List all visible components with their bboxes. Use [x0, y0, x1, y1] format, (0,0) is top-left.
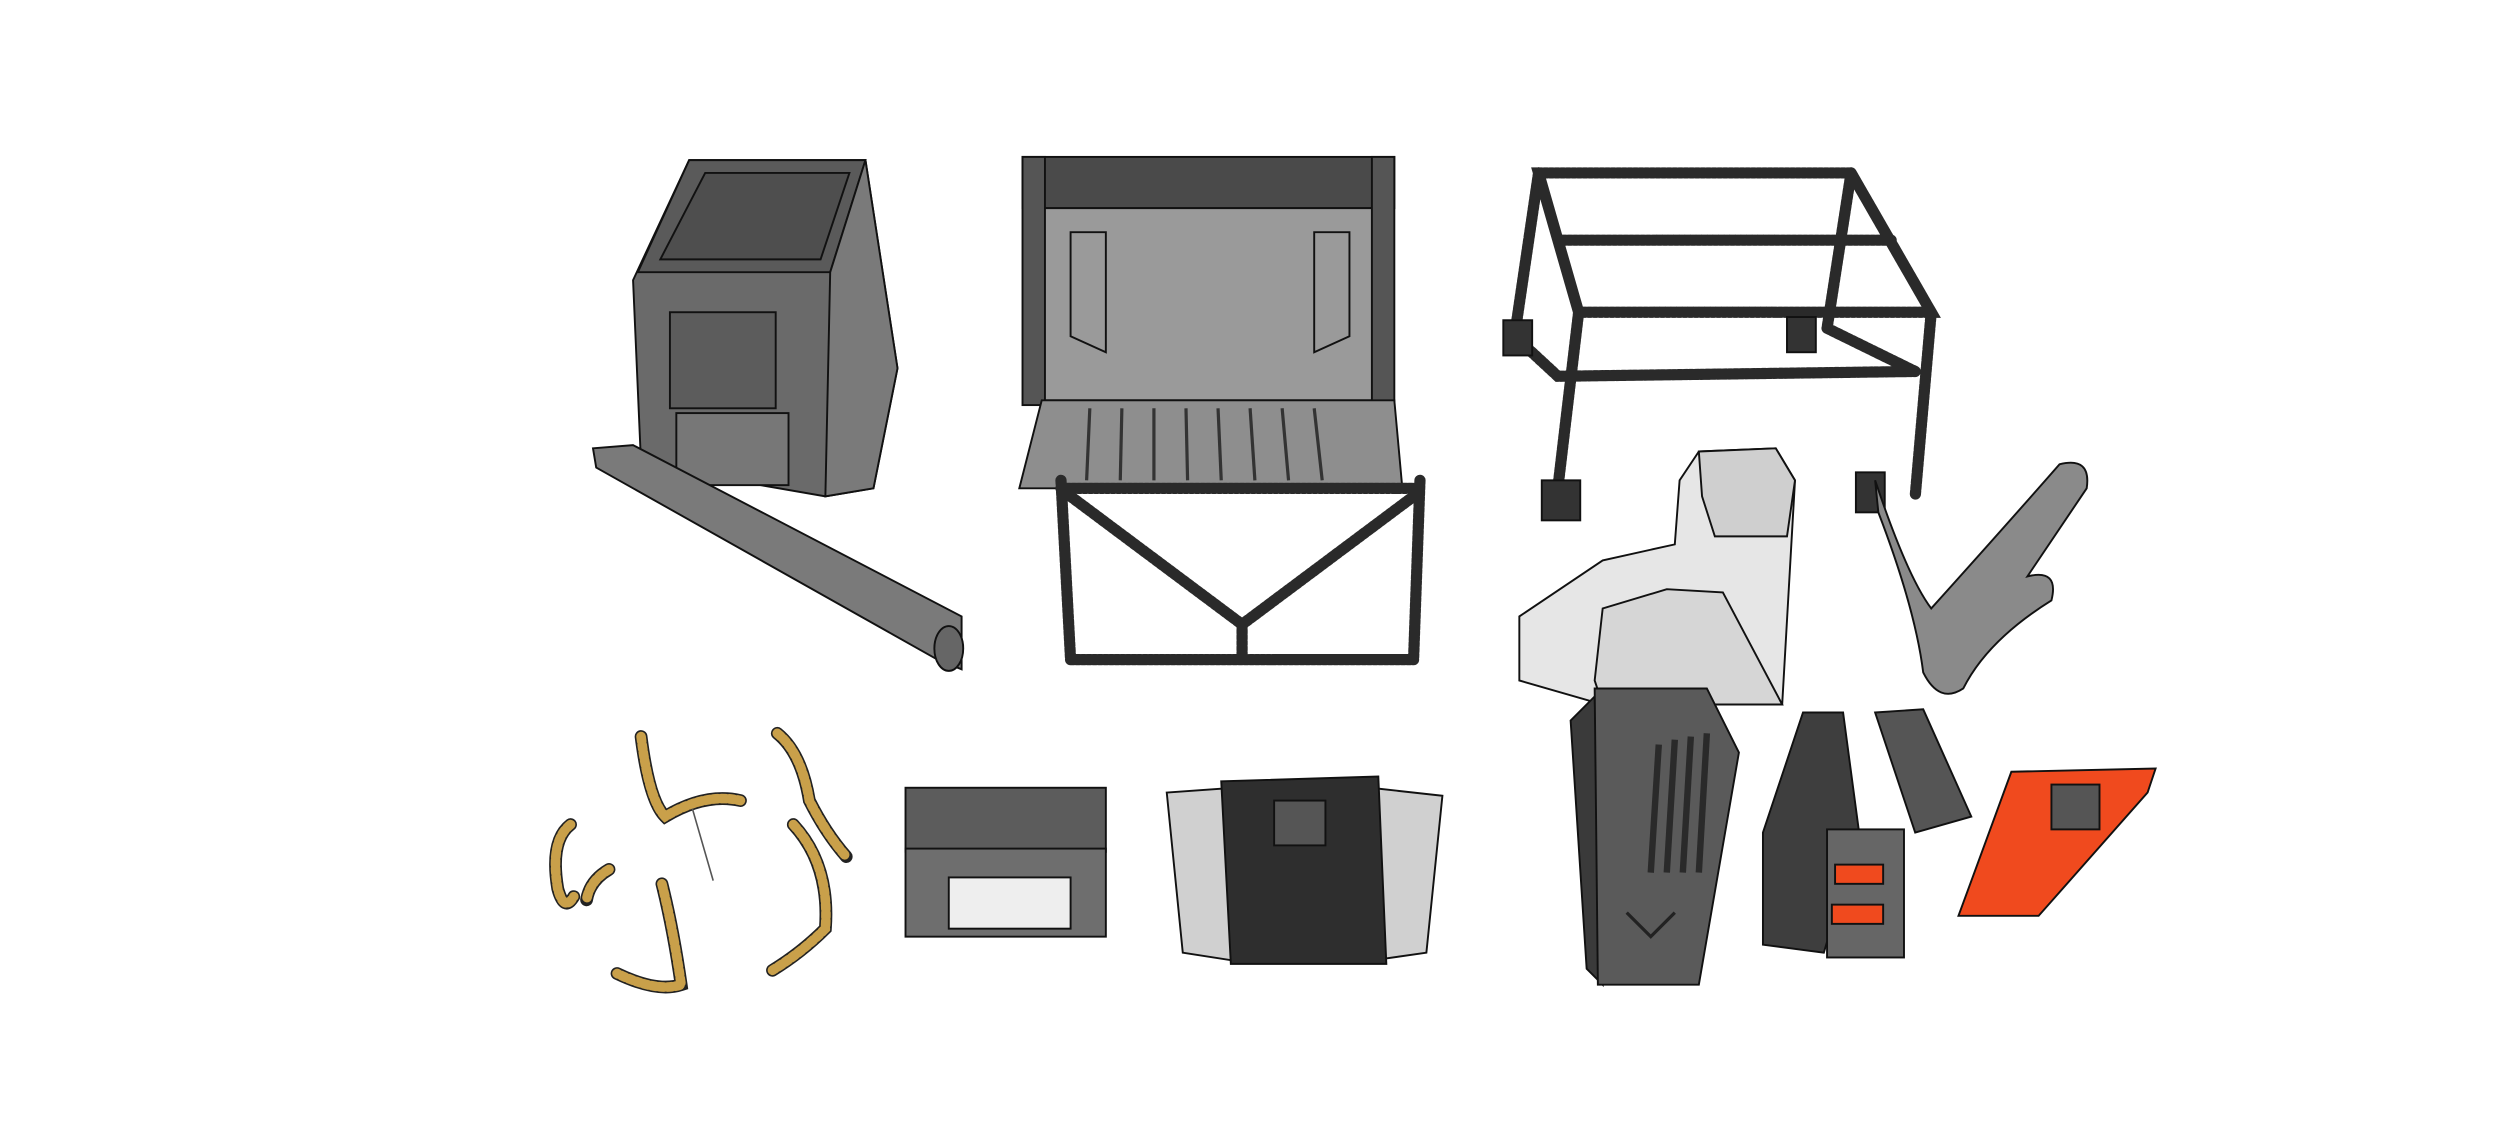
hose-pieces — [549, 726, 853, 994]
pale-duct-block — [1518, 447, 1797, 706]
seat-frame-with-legs — [1018, 155, 1426, 666]
twin-block-with-cylinder — [1761, 708, 1973, 959]
cabinet-with-ramp — [591, 159, 965, 672]
orange-plate — [1957, 767, 2157, 917]
curved-arm — [1874, 461, 2089, 695]
vented-tower — [1569, 687, 1740, 988]
console-panel — [1165, 775, 1444, 965]
small-box-unit — [904, 786, 1107, 938]
